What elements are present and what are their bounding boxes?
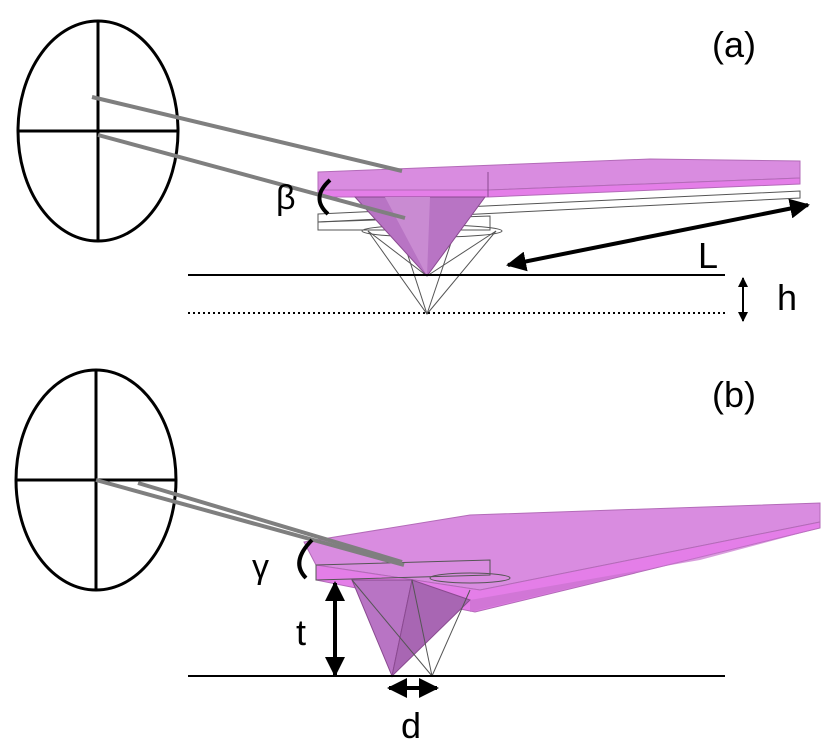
panel-label-a: (a) xyxy=(712,24,756,65)
photodetector-a xyxy=(16,19,180,243)
panel-a: β L h (a) xyxy=(16,19,810,322)
tip-height-label: t xyxy=(296,612,306,653)
laser-beams-a xyxy=(91,95,406,220)
cantilever-a xyxy=(317,158,801,315)
panel-b: γ t d (b) xyxy=(14,368,821,746)
angle-symbol-beta: β xyxy=(276,179,296,217)
offset-label: d xyxy=(401,705,421,746)
cantilever-b xyxy=(303,502,821,613)
angle-bracket-a xyxy=(317,178,332,216)
angle-bracket-b xyxy=(297,538,314,580)
height-label: h xyxy=(777,277,797,318)
length-label: L xyxy=(698,235,718,276)
laser-beams-b xyxy=(95,478,405,567)
length-arrow xyxy=(506,198,810,272)
panel-label-b: (b) xyxy=(712,374,756,415)
angle-symbol-gamma: γ xyxy=(252,548,269,586)
tip-b xyxy=(351,579,471,678)
